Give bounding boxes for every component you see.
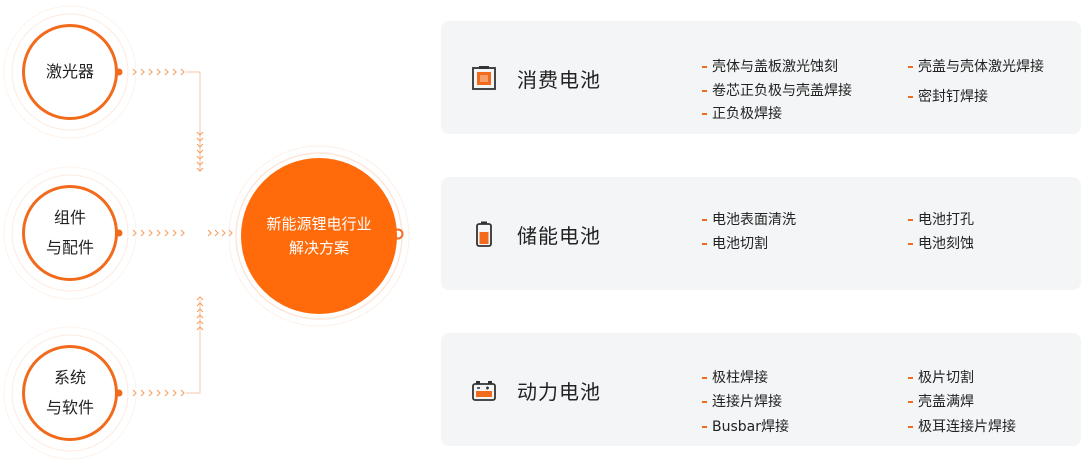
storage-item-3: 电池打孔 [908, 212, 974, 228]
bottom-bracket-line [186, 300, 201, 394]
consumer-item-1: 壳体与盖板激光蚀刻 [702, 59, 838, 75]
center-node: 新能源锂电行业 解决方案 [241, 158, 397, 314]
ring-system-mid [11, 334, 129, 452]
power-item-1: 极柱焊接 [702, 370, 768, 386]
node-laser: 激光器 [22, 24, 118, 120]
power-item-2: 连接片焊接 [702, 394, 782, 410]
node-components-line2: 与配件 [45, 238, 94, 257]
bracket-lines [186, 71, 201, 394]
storage-battery-icon [476, 221, 492, 247]
ring-parts-mid [11, 174, 129, 292]
arrows-up [196, 296, 204, 331]
center-title-line2: 解决方案 [288, 239, 349, 257]
consumer-battery-icon [472, 66, 496, 90]
node-components-line1: 组件 [53, 208, 86, 227]
top-bracket-line [186, 71, 201, 170]
card-consumer-title: 消费电池 [517, 68, 601, 92]
power-item-3: Busbar焊接 [702, 419, 789, 435]
power-battery-icon [472, 381, 496, 401]
card-storage-title: 储能电池 [517, 224, 601, 248]
storage-item-1: 电池表面清洗 [702, 212, 796, 228]
arrows-laser [132, 68, 185, 76]
consumer-item-4: 壳盖与壳体激光焊接 [908, 59, 1044, 75]
arrows-parts [132, 229, 185, 237]
power-item-5: 壳盖满焊 [908, 394, 974, 410]
arrows-down [196, 131, 204, 172]
card-power-title: 动力电池 [517, 380, 601, 404]
arrows-to-center [207, 229, 233, 237]
arrows-system [132, 389, 185, 397]
node-system-line1: 系统 [53, 368, 86, 387]
center-title-line1: 新能源锂电行业 [266, 215, 372, 233]
card-storage-battery: 储能电池 电池表面清洗 电池切割 电池打孔 电池刻蚀 [441, 177, 1081, 290]
node-system-line2: 与软件 [45, 398, 94, 417]
card-power-battery: 动力电池 极柱焊接 连接片焊接 Busbar焊接 极片切割 壳盖满焊 极耳连接片… [441, 333, 1081, 446]
storage-item-2: 电池切割 [702, 236, 768, 252]
ring-laser-mid [11, 13, 129, 131]
storage-item-4: 电池刻蚀 [908, 236, 974, 252]
consumer-item-3: 正负极焊接 [702, 106, 782, 122]
power-item-4: 极片切割 [908, 370, 974, 386]
card-consumer-battery: 消费电池 壳体与盖板激光蚀刻 卷芯正负极与壳盖焊接 正负极焊接 壳盖与壳体激光焊… [441, 21, 1081, 134]
consumer-item-2: 卷芯正负极与壳盖焊接 [702, 83, 852, 99]
node-components: 组件 与配件 [22, 185, 118, 281]
node-system: 系统 与软件 [22, 345, 118, 441]
consumer-item-5: 密封钉焊接 [908, 89, 988, 105]
node-laser-label: 激光器 [45, 62, 94, 81]
power-item-6: 极耳连接片焊接 [908, 419, 1016, 435]
chevron-arrows [132, 68, 233, 397]
